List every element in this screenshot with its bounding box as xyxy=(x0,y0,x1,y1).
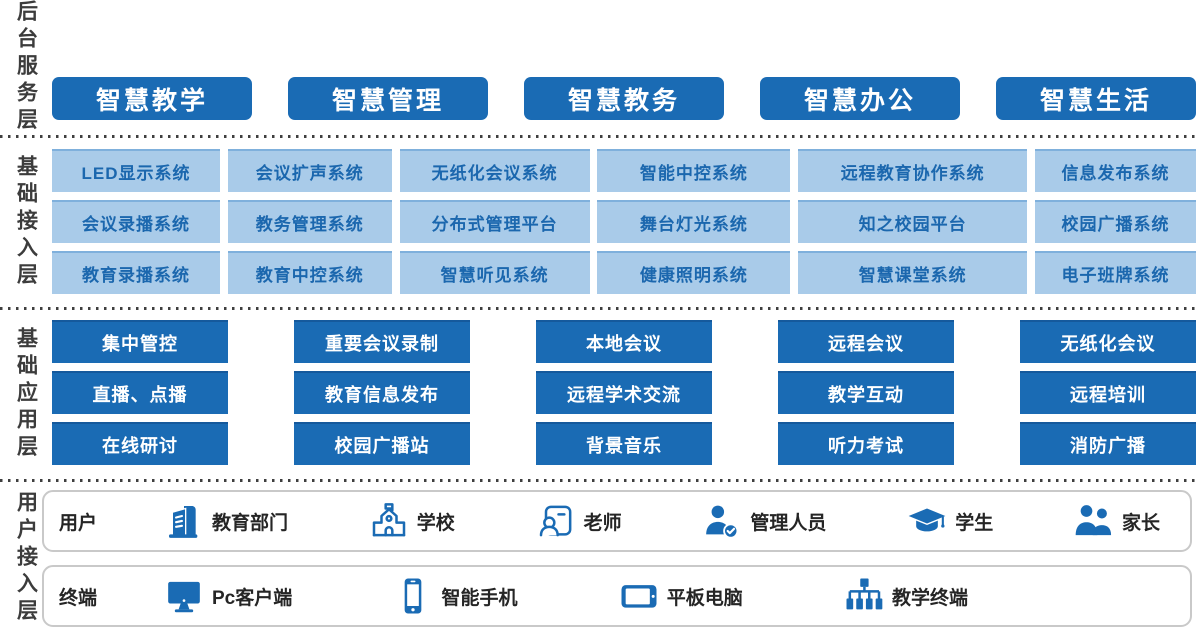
application-function-box: 教育信息发布 xyxy=(294,371,470,414)
user-item-label: 学校 xyxy=(416,512,455,534)
layer-label-basic-access: 基础接入层 xyxy=(14,155,38,290)
access-system-box: 教育中控系统 xyxy=(227,251,392,294)
access-grid-row: 教育录播系统教育中控系统智慧听见系统健康照明系统智慧课堂系统电子班牌系统 xyxy=(52,251,1196,294)
access-system-box: 电子班牌系统 xyxy=(1034,251,1196,294)
tablet-item: 平板电脑 xyxy=(618,575,743,617)
application-function-box: 远程会议 xyxy=(778,320,954,363)
access-system-box: 校园广播系统 xyxy=(1034,200,1196,243)
access-system-box: 智慧课堂系统 xyxy=(798,251,1028,294)
access-system-box: 智慧听见系统 xyxy=(399,251,590,294)
parents-item: 家长 xyxy=(1073,500,1160,542)
access-system-box: LED显示系统 xyxy=(52,149,220,192)
application-function-box: 本地会议 xyxy=(536,320,712,363)
user-item-label: 教育部门 xyxy=(212,512,289,534)
application-grid-row: 在线研讨 校园广播站 背景音乐 听力考试 消防广播 xyxy=(52,422,1196,465)
user-item-label: 学生 xyxy=(955,512,994,534)
application-function-box: 背景音乐 xyxy=(536,422,712,465)
user-item-label: 管理人员 xyxy=(750,512,827,534)
access-system-box: 分布式管理平台 xyxy=(399,200,590,243)
application-function-box: 远程培训 xyxy=(1020,371,1196,414)
smart-module-box: 智慧生活 xyxy=(996,77,1196,120)
application-function-box: 在线研讨 xyxy=(52,422,228,465)
teacher-item: 老师 xyxy=(535,500,622,542)
access-system-box: 舞台灯光系统 xyxy=(597,200,791,243)
users-items: 教育部门 学校 老师 管理人员 学生 家长 xyxy=(163,500,1190,542)
access-system-box: 远程教育协作系统 xyxy=(798,149,1028,192)
smartphone-item: 智能手机 xyxy=(392,575,518,617)
smartphone-icon xyxy=(392,575,434,617)
access-system-box: 会议扩声系统 xyxy=(227,149,392,192)
pc-client-icon xyxy=(163,575,205,617)
layer-label-basic-application: 基础应用层 xyxy=(14,327,38,462)
access-grid-row: 会议录播系统教务管理系统分布式管理平台舞台灯光系统知之校园平台校园广播系统 xyxy=(52,200,1196,243)
smart-module-box: 智慧管理 xyxy=(288,77,488,120)
access-system-box: 知之校园平台 xyxy=(798,200,1028,243)
teacher-icon xyxy=(535,500,577,542)
application-function-box: 直播、点播 xyxy=(52,371,228,414)
application-function-box: 远程学术交流 xyxy=(536,371,712,414)
smart-module-box: 智慧办公 xyxy=(760,77,960,120)
tablet-icon xyxy=(618,575,660,617)
parents-icon xyxy=(1073,500,1115,542)
education-department-item: 教育部门 xyxy=(163,500,288,542)
terminal-item-label: 智能手机 xyxy=(441,587,518,609)
admin-staff-icon xyxy=(701,500,743,542)
application-grid-row: 集中管控 重要会议录制 本地会议 远程会议 无纸化会议 xyxy=(52,320,1196,363)
user-item-label: 老师 xyxy=(583,512,622,534)
dotted-separator xyxy=(0,479,1200,482)
teaching-terminal-item: 教学终端 xyxy=(843,575,968,617)
smart-module-box: 智慧教学 xyxy=(52,77,252,120)
access-system-box: 信息发布系统 xyxy=(1034,149,1196,192)
layer-label-user-access: 用户接入层 xyxy=(14,490,38,626)
backend-buttons-row: 智慧教学智慧管理智慧教务智慧办公智慧生活 xyxy=(52,77,1196,120)
application-grid: 集中管控 重要会议录制 本地会议 远程会议 无纸化会议直播、点播 教育信息发布 远程学术交流… xyxy=(52,310,1196,465)
access-system-box: 教务管理系统 xyxy=(227,200,392,243)
smart-module-box: 智慧教务 xyxy=(524,77,724,120)
access-system-box: 教育录播系统 xyxy=(52,251,220,294)
terminals-items: Pc客户端 智能手机 平板电脑 教学终端 xyxy=(163,575,1190,617)
application-function-box: 教学互动 xyxy=(778,371,954,414)
terminal-item-label: 平板电脑 xyxy=(666,587,743,609)
access-system-box: 健康照明系统 xyxy=(597,251,791,294)
school-icon xyxy=(368,500,410,542)
dotted-separator xyxy=(0,135,1200,138)
terminal-item-label: 教学终端 xyxy=(891,587,968,609)
student-item: 学生 xyxy=(906,500,993,542)
access-grid: LED显示系统会议扩声系统无纸化会议系统智能中控系统远程教育协作系统信息发布系统… xyxy=(52,138,1196,294)
application-function-box: 集中管控 xyxy=(52,320,228,363)
terminal-item-label: Pc客户端 xyxy=(212,587,293,609)
access-system-box: 智能中控系统 xyxy=(597,149,791,192)
basic-access-layer: 基础接入层 LED显示系统会议扩声系统无纸化会议系统智能中控系统远程教育协作系统… xyxy=(0,138,1200,307)
access-system-box: 会议录播系统 xyxy=(52,200,220,243)
users-row: 用户 教育部门 学校 老师 管理人员 学生 家长 xyxy=(42,490,1192,552)
user-access-layer: 用户接入层 用户 教育部门 学校 老师 管理人员 学生 家长 终端 Pc客户端 智能手机 平板… xyxy=(0,482,1200,634)
pc-client-item: Pc客户端 xyxy=(163,575,292,617)
dotted-separator xyxy=(0,307,1200,310)
terminals-row-title: 终端 xyxy=(59,587,98,609)
layer-label-backend-service: 后台服务层 xyxy=(14,0,38,135)
application-function-box: 无纸化会议 xyxy=(1020,320,1196,363)
access-grid-row: LED显示系统会议扩声系统无纸化会议系统智能中控系统远程教育协作系统信息发布系统 xyxy=(52,149,1196,192)
access-system-box: 无纸化会议系统 xyxy=(399,149,590,192)
teaching-terminal-icon xyxy=(843,575,885,617)
application-function-box: 消防广播 xyxy=(1020,422,1196,465)
education-department-icon xyxy=(163,500,205,542)
application-function-box: 听力考试 xyxy=(778,422,954,465)
application-grid-row: 直播、点播 教育信息发布 远程学术交流 教学互动 远程培训 xyxy=(52,371,1196,414)
backend-service-layer: 后台服务层 智慧教学智慧管理智慧教务智慧办公智慧生活 xyxy=(0,0,1200,135)
application-function-box: 重要会议录制 xyxy=(294,320,470,363)
terminals-row: 终端 Pc客户端 智能手机 平板电脑 教学终端 xyxy=(42,565,1192,627)
user-item-label: 家长 xyxy=(1121,512,1160,534)
users-row-title: 用户 xyxy=(59,512,98,534)
basic-application-layer: 基础应用层 集中管控 重要会议录制 本地会议 远程会议 无纸化会议直播、点播 教育信息发布… xyxy=(0,310,1200,479)
application-function-box: 校园广播站 xyxy=(294,422,470,465)
school-item: 学校 xyxy=(368,500,455,542)
student-icon xyxy=(906,500,948,542)
admin-staff-item: 管理人员 xyxy=(701,500,826,542)
